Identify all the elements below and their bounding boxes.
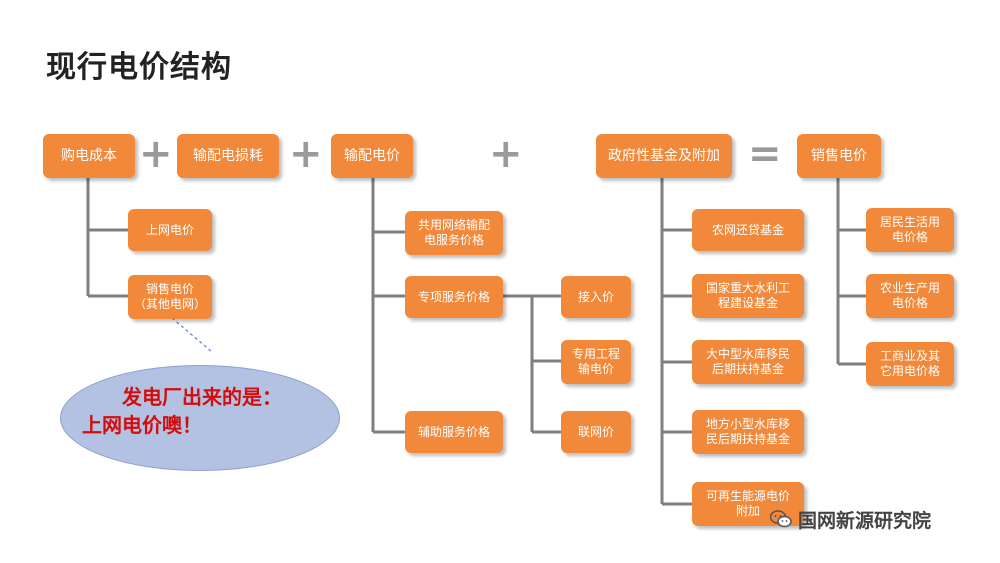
loss-box: 输配电损耗 [177,134,279,178]
brand-name: 国网新源研究院 [798,509,932,532]
water-project-fund-box: 国家重大水利工 程建设基金 [692,274,804,318]
plus-operator: + [139,131,173,177]
plus-operator: + [489,131,523,177]
sales-price-box: 销售电价 [797,134,881,178]
large-reservoir-fund-box: 大中型水库移民 后期扶持基金 [692,340,804,384]
purchase-cost-box: 购电成本 [43,134,135,178]
callout-text: 发电厂出来的是： 上网电价噢！ [82,383,332,439]
on-grid-price-box: 上网电价 [128,209,212,251]
callout-line-1: 发电厂出来的是： [122,385,282,409]
renewable-fund-box: 可再生能源电价 附加 [692,482,804,526]
other-grid-sales-box: 销售电价 （其他电网） [128,275,212,319]
brand-watermark: 国网新源研究院 [769,506,932,532]
agricultural-box: 农业生产用 电价格 [866,274,954,318]
plus-operator: + [289,131,323,177]
gov-fund-box: 政府性基金及附加 [596,134,732,178]
page-title: 现行电价结构 [46,50,232,85]
special-service-box: 专项服务价格 [405,276,503,318]
callout-bubble [60,365,340,471]
aux-service-box: 辅助服务价格 [405,411,503,453]
callout-line-2: 上网电价噢！ [82,413,202,437]
rural-loan-fund-box: 农网还贷基金 [692,209,804,251]
shared-network-box: 共用网络输配 电服务价格 [405,211,503,255]
wechat-icon [769,510,792,528]
transmission-price-box: 输配电价 [331,134,413,178]
residential-box: 居民生活用 电价格 [866,208,954,252]
industrial-box: 工商业及其 它用电价格 [866,342,954,386]
interconnection-box: 联网价 [561,411,631,453]
local-reservoir-fund-box: 地方小型水库移 民后期扶持基金 [692,410,804,454]
access-price-box: 接入价 [561,276,631,318]
dedicated-project-box: 专用工程 输电价 [561,340,631,384]
equals-operator: = [748,131,782,177]
